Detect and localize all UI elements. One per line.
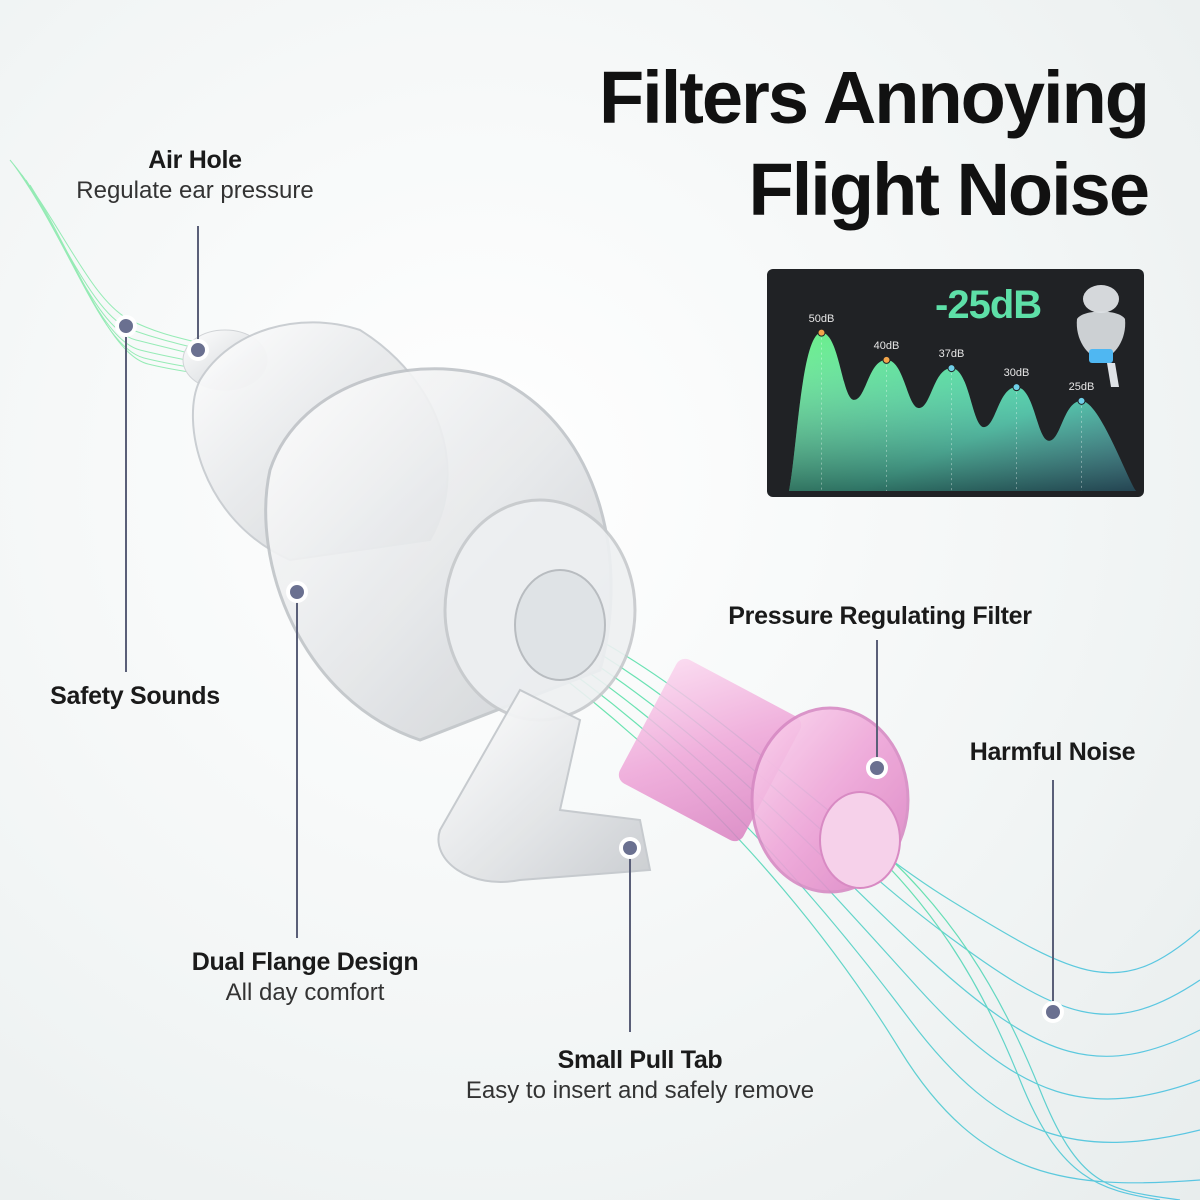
dual-flange-subtitle: All day comfort [225,979,385,1006]
peak-marker [947,364,956,373]
decibel-chart [789,328,1136,491]
callout-harmful-noise: Harmful Noise [935,738,1170,767]
air-hole-title: Air Hole [148,146,242,174]
safety-sounds-title: Safety Sounds [50,682,220,710]
peak-marker [1012,383,1021,392]
pull-tab-subtitle: Easy to insert and safely remove [465,1077,815,1104]
peak-label: 50dB [808,312,835,325]
peak-label: 40dB [873,339,900,352]
earplug-body [182,321,652,883]
peak-marker [817,328,826,337]
callout-pull-tab: Small Pull Tab Easy to insert and safely… [440,1046,840,1105]
callout-dual-flange: Dual Flange Design All day comfort [160,948,450,1007]
headline-line-1: Filters Annoying [598,56,1150,139]
chart-title: -25dB [935,283,1042,327]
peak-marker [882,355,891,364]
peak-label: 37dB [938,348,965,361]
pressure-filter [618,658,910,894]
harmful-noise-title: Harmful Noise [969,738,1136,766]
dual-flange-title: Dual Flange Design [191,948,419,976]
callout-air-hole: Air Hole Regulate ear pressure [40,146,350,205]
decibel-area-shade [789,332,1136,491]
air-hole-subtitle: Regulate ear pressure [76,177,314,204]
leader-dots [115,315,1064,1023]
filter-title: Pressure Regulating Filter [728,602,1032,630]
headline-line-2: Flight Noise [748,148,1150,231]
peak-label: 30dB [1003,367,1030,380]
pull-tab-title: Small Pull Tab [557,1046,723,1074]
peak-marker [1077,396,1086,405]
leader-lines [125,226,1054,1032]
harmful-noise-wave [539,609,1200,1200]
headline: Filters Annoying Flight Noise [488,52,1150,236]
callout-safety-sounds: Safety Sounds [20,682,250,711]
decibel-chart-panel: -25dB 50dB 40dB 37dB 30dB 25dB [767,269,1144,497]
peak-label: 25dB [1068,380,1095,393]
callout-filter: Pressure Regulating Filter [690,602,1070,631]
earplug-thumbnail-icon [1076,285,1126,387]
